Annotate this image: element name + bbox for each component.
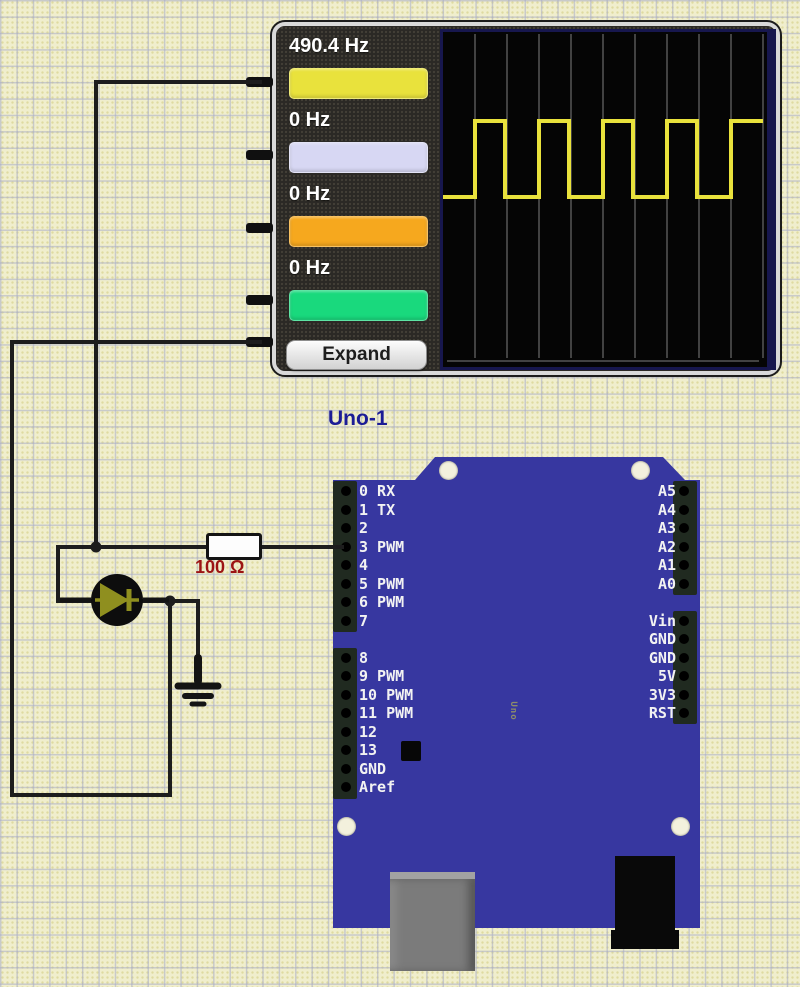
- resistor-value-label: 100 Ω: [195, 557, 245, 577]
- pin-label: 11 PWM: [359, 704, 414, 723]
- pin-hole-gnd[interactable]: [679, 634, 689, 645]
- pin-hole-13[interactable]: [340, 745, 351, 756]
- pin-label: A0: [657, 575, 676, 593]
- pin-label: A4: [657, 500, 676, 519]
- onboard-led: [401, 741, 421, 761]
- wire[interactable]: [94, 80, 262, 547]
- ground-symbol[interactable]: [174, 654, 222, 707]
- wire[interactable]: [56, 545, 96, 603]
- pin-hole-a2[interactable]: [679, 541, 689, 552]
- pin-label: 5V: [657, 667, 676, 686]
- channel-color-bar[interactable]: [289, 68, 428, 99]
- pin-hole-3-pwm[interactable]: [340, 541, 351, 552]
- channel-frequency-label: 0 Hz: [289, 109, 331, 131]
- pin-header-right-top: [673, 481, 697, 595]
- pin-hole-a5[interactable]: [679, 486, 689, 496]
- waveform-trace: [443, 119, 763, 199]
- pin-hole-gnd[interactable]: [340, 763, 351, 774]
- board-name-label[interactable]: Uno-1: [328, 407, 388, 430]
- power-jack: [611, 930, 679, 949]
- pin-hole-6-pwm[interactable]: [340, 597, 351, 608]
- pin-label: 6 PWM: [359, 593, 405, 612]
- pin-label: Vin: [648, 612, 676, 630]
- pin-label: Aref: [359, 778, 396, 796]
- channel-frequency-label: 490.4 Hz: [289, 35, 370, 57]
- pin-header-right-bottom: [673, 611, 697, 724]
- analyzer-pin[interactable]: [246, 150, 273, 160]
- analyzer-pin[interactable]: [246, 223, 273, 233]
- pin-hole-a3[interactable]: [679, 523, 689, 534]
- pin-label: 10 PWM: [359, 685, 414, 704]
- pin-hole-gnd[interactable]: [679, 652, 689, 663]
- channel-frequency-label: 0 Hz: [289, 183, 331, 205]
- pin-label: 9 PWM: [359, 667, 405, 686]
- pin-label: 13: [359, 741, 378, 760]
- pin-hole-aref[interactable]: [340, 782, 351, 792]
- pin-label: 3 PWM: [359, 537, 405, 556]
- scope-display: [440, 29, 776, 370]
- pin-hole-9-pwm[interactable]: [340, 671, 351, 682]
- usb-connector: [390, 872, 475, 971]
- wire-junction: [90, 541, 102, 553]
- pin-label: GND: [359, 759, 387, 778]
- scope-plot: [443, 34, 764, 362]
- pin-hole-10-pwm[interactable]: [340, 689, 351, 700]
- pin-label: GND: [648, 648, 676, 667]
- pin-label: A5: [657, 482, 676, 500]
- pin-label: RST: [648, 704, 676, 722]
- pin-label: 12: [359, 722, 378, 741]
- pin-hole-5v[interactable]: [679, 671, 689, 682]
- pin-hole-3v3[interactable]: [679, 689, 689, 700]
- pin-label: 0 RX: [359, 482, 396, 500]
- pin-hole-a0[interactable]: [679, 579, 689, 589]
- analyzer-pin[interactable]: [246, 295, 273, 305]
- pin-hole-2[interactable]: [340, 523, 351, 534]
- pin-hole-a1[interactable]: [679, 560, 689, 571]
- expand-button[interactable]: Expand: [286, 340, 427, 370]
- mount-hole: [337, 817, 356, 836]
- pin-hole-12[interactable]: [340, 726, 351, 737]
- diode[interactable]: [60, 574, 169, 626]
- pin-hole-rst[interactable]: [679, 708, 689, 718]
- channel-frequency-label: 0 Hz: [289, 257, 331, 279]
- pin-label: 3V3: [648, 685, 676, 704]
- pin-hole-1-tx[interactable]: [340, 504, 351, 515]
- pin-hole-7[interactable]: [340, 615, 351, 626]
- mount-hole: [439, 461, 458, 480]
- pin-label: 4: [359, 556, 369, 575]
- pin-hole-8[interactable]: [340, 653, 351, 663]
- pin-hole-0-rx[interactable]: [340, 486, 351, 496]
- pin-hole-5-pwm[interactable]: [340, 578, 351, 589]
- pin-label: 2: [359, 519, 369, 538]
- resistor[interactable]: [206, 533, 262, 560]
- pin-label: 7: [359, 611, 369, 630]
- channel-color-bar[interactable]: [289, 142, 428, 173]
- pin-hole-vin[interactable]: [679, 616, 689, 626]
- pin-label: 8: [359, 649, 369, 667]
- channel-color-bar[interactable]: [289, 290, 428, 321]
- pin-label: GND: [648, 630, 676, 649]
- pin-hole-4[interactable]: [340, 560, 351, 571]
- pin-label: 1 TX: [359, 500, 396, 519]
- pin-label: 5 PWM: [359, 574, 405, 593]
- channel-color-bar[interactable]: [289, 216, 428, 247]
- diode-symbol: [100, 583, 129, 617]
- arduino-uno-board[interactable]: [333, 457, 700, 928]
- pin-label: A2: [657, 537, 676, 556]
- pin-label: A1: [657, 556, 676, 575]
- pin-label: A3: [657, 519, 676, 538]
- power-jack: [615, 856, 675, 934]
- mount-hole: [671, 817, 690, 836]
- wire[interactable]: [10, 340, 262, 797]
- pin-hole-a4[interactable]: [679, 504, 689, 515]
- mount-hole: [631, 461, 650, 480]
- pin-hole-11-pwm[interactable]: [340, 708, 351, 719]
